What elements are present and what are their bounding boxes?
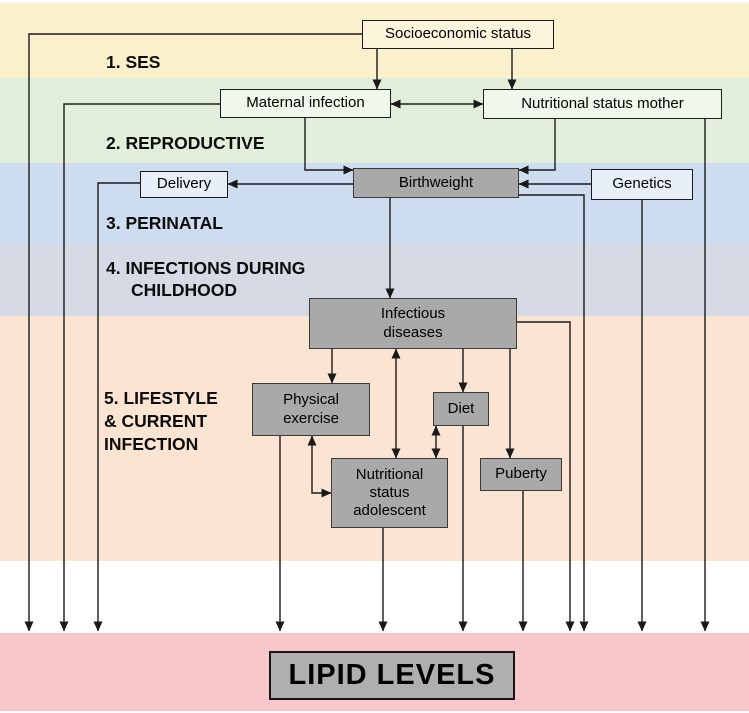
section-label-lifestyle: 5. LIFESTYLE & CURRENT INFECTION <box>104 387 218 456</box>
arrow-infectious-to-lipid <box>517 321 575 632</box>
box-socioeconomic-status: Socioeconomic status <box>362 20 554 49</box>
box-birthweight: Birthweight <box>353 168 519 198</box>
section-ses-line: 1. SES <box>106 52 161 72</box>
box-diet: Diet <box>433 392 489 426</box>
section-lifestyle-line1: 5. LIFESTYLE <box>104 388 218 408</box>
box-infectious-diseases: Infectious diseases <box>309 298 517 349</box>
box-delivery: Delivery <box>140 171 228 198</box>
arrow-physical-adolescent-double <box>307 435 332 498</box>
box-puberty: Puberty <box>480 458 562 491</box>
section-lifestyle-line2: & CURRENT <box>104 411 208 431</box>
section-infections-line1: 4. INFECTIONS DURING <box>106 258 306 278</box>
box-genetics: Genetics <box>591 169 693 200</box>
section-label-infections: 4. INFECTIONS DURING CHILDHOOD <box>106 257 305 301</box>
arrow-ses-to-lipid <box>24 33 362 632</box>
box-nutritional-status-adolescent: Nutritional status adolescent <box>331 458 448 528</box>
section-label-reproductive: 2. REPRODUCTIVE <box>106 132 265 154</box>
box-lipid-levels: LIPID LEVELS <box>269 651 515 700</box>
section-reproductive-line: 2. REPRODUCTIVE <box>106 133 265 153</box>
arrow-maternal-to-lipid <box>59 103 220 632</box>
arrow-nutrmother-to-birthweight <box>518 119 556 175</box>
section-label-perinatal: 3. PERINATAL <box>106 212 223 234</box>
section-lifestyle-line3: INFECTION <box>104 434 199 454</box>
box-maternal-infection: Maternal infection <box>220 89 391 118</box>
arrow-maternal-to-birthweight <box>304 118 354 175</box>
arrow-delivery-to-lipid <box>93 182 140 632</box>
section-perinatal-line: 3. PERINATAL <box>106 213 223 233</box>
box-nutritional-status-mother: Nutritional status mother <box>483 89 722 119</box>
section-label-ses: 1. SES <box>106 51 160 73</box>
section-infections-line2: CHILDHOOD <box>131 280 237 300</box>
arrow-birthweight-to-lipid <box>519 194 589 632</box>
box-physical-exercise: Physical exercise <box>252 383 370 436</box>
